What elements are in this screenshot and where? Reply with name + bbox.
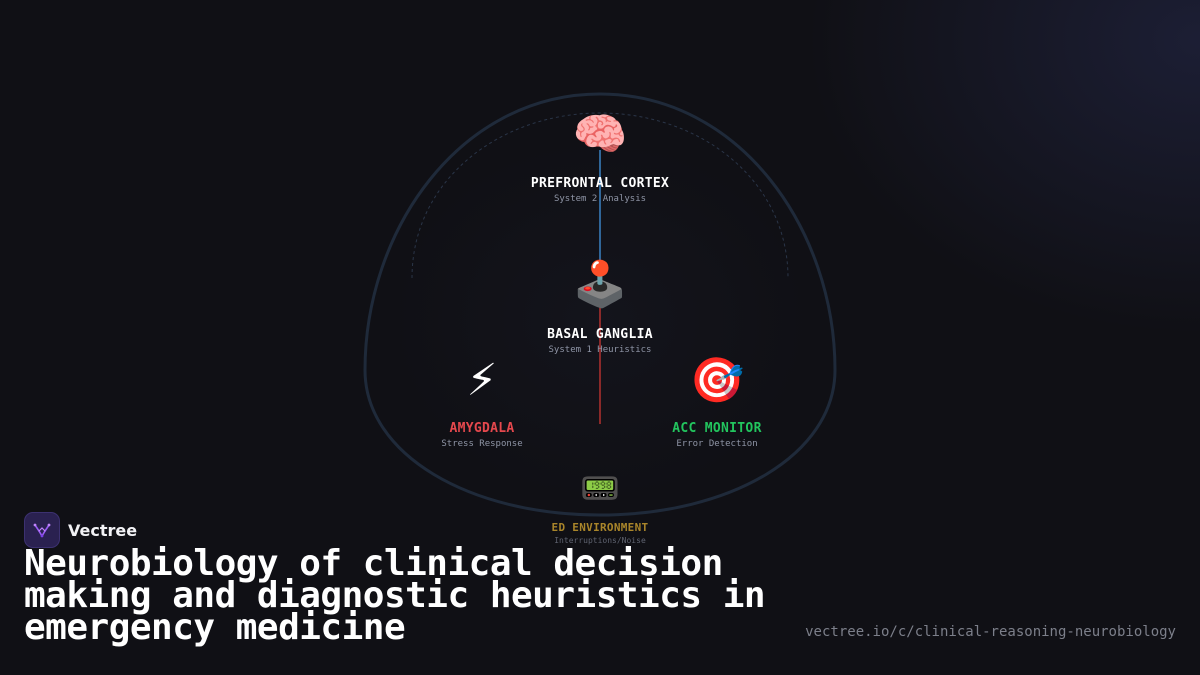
node-ed-environment[interactable]: 📟 ED ENVIRONMENT Interruptions/Noise: [552, 463, 649, 545]
joystick-icon: 🕹️: [572, 259, 628, 310]
node-basal-ganglia[interactable]: 🕹️ BASAL GANGLIA System 1 Heuristics: [547, 259, 653, 356]
head-outline: [363, 92, 837, 517]
node-title: AMYGDALA: [449, 421, 515, 436]
brand-name: Vectree: [68, 520, 138, 540]
node-title: ACC MONITOR: [672, 421, 762, 436]
node-subtitle: Interruptions/Noise: [554, 536, 646, 545]
node-title: BASAL GANGLIA: [547, 327, 653, 342]
node-subtitle: Stress Response: [441, 439, 523, 449]
node-prefrontal-cortex[interactable]: 🧠 PREFRONTAL CORTEX System 2 Analysis: [530, 109, 670, 205]
pager-icon: 📟: [580, 469, 620, 507]
inner-dashed-arc: [411, 112, 789, 279]
page-url[interactable]: vectree.io/c/clinical-reasoning-neurobio…: [805, 624, 1176, 640]
target-icon: 🎯: [689, 355, 745, 406]
vectree-logo-icon: [24, 512, 60, 548]
page-title: Neurobiology of clinical decision making…: [24, 543, 766, 648]
brand[interactable]: Vectree: [24, 512, 137, 548]
node-amygdala[interactable]: ⚡ AMYGDALA Stress Response: [441, 355, 523, 450]
lightning-icon: ⚡: [466, 355, 498, 406]
brain-icon: 🧠: [572, 109, 628, 160]
node-subtitle: System 2 Analysis: [553, 194, 647, 204]
node-acc-monitor[interactable]: 🎯 ACC MONITOR Error Detection: [672, 355, 762, 450]
node-title: ED ENVIRONMENT: [551, 521, 649, 534]
node-subtitle: Error Detection: [676, 439, 758, 449]
node-title: PREFRONTAL CORTEX: [530, 176, 670, 191]
node-subtitle: System 1 Heuristics: [548, 345, 652, 355]
